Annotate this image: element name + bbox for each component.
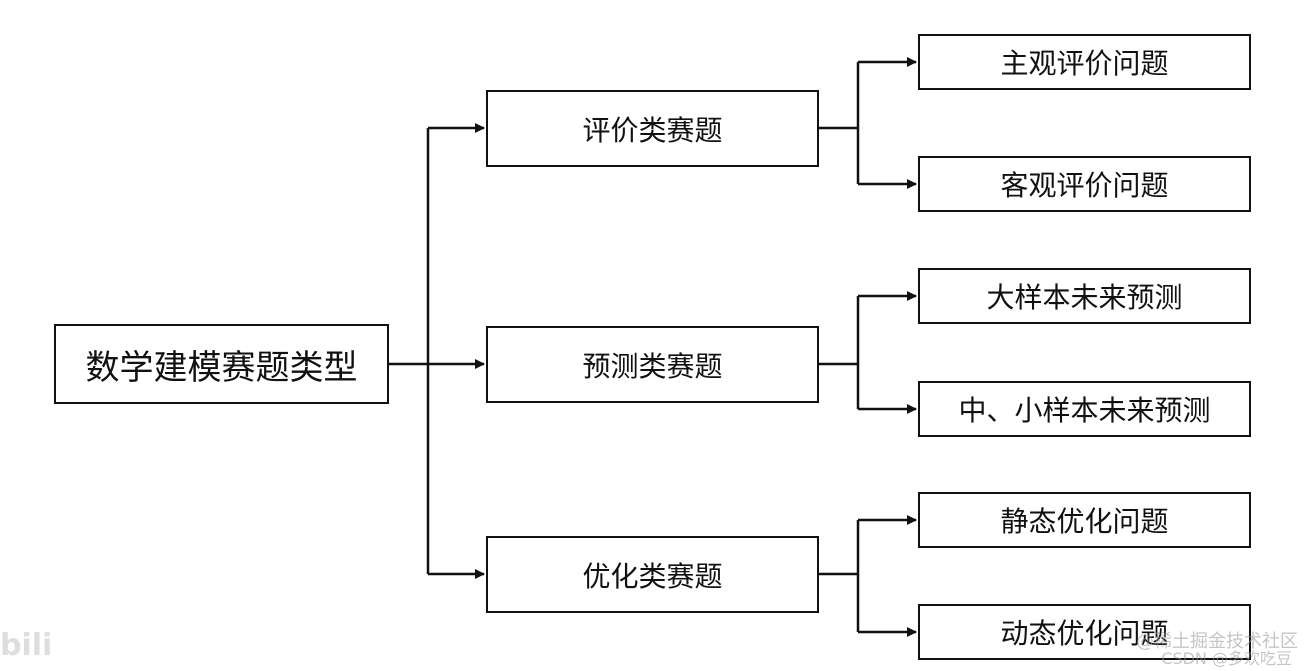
leaf-node-objective-evaluation: 客观评价问题 — [918, 156, 1251, 212]
leaf-node-subjective-evaluation: 主观评价问题 — [918, 34, 1251, 90]
leaf-node-dynamic-optimization: 动态优化问题 — [918, 604, 1251, 660]
leaf-node-large-sample-prediction: 大样本未来预测 — [918, 268, 1251, 324]
category-node-evaluation: 评价类赛题 — [486, 90, 819, 167]
leaf-node-small-sample-prediction: 中、小样本未来预测 — [918, 381, 1251, 437]
category-node-optimization: 优化类赛题 — [486, 536, 819, 613]
category-node-prediction: 预测类赛题 — [486, 326, 819, 403]
leaf-node-static-optimization: 静态优化问题 — [918, 492, 1251, 548]
root-node: 数学建模赛题类型 — [54, 324, 389, 404]
